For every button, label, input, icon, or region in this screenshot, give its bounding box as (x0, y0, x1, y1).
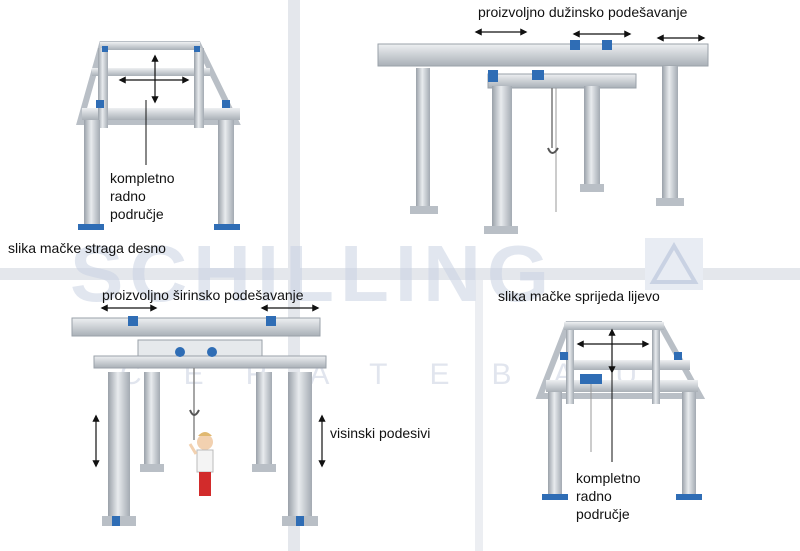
vertical-divider-2 (475, 280, 483, 551)
height-adjustable-label: visinski podesivi (330, 425, 431, 441)
watermark-brand: SCHILLING (70, 229, 556, 318)
working-area-bottom-line-1: kompletno (576, 470, 641, 486)
crane-widthwise-view (71, 304, 327, 526)
front-left-caption: slika mačke sprijeda lijevo (498, 288, 660, 304)
rear-right-caption: slika mačke straga desno (8, 240, 166, 256)
crane-rear-right-view (76, 41, 241, 230)
widthwise-adjust-label: proizvoljno širinsko podešavanje (102, 287, 304, 303)
working-area-bottom-line-3: područje (576, 506, 630, 522)
watermark-triangle-icon (649, 242, 699, 284)
working-area-top-line-1: kompletno (110, 170, 175, 186)
lengthwise-adjust-label: proizvoljno dužinsko podešavanje (478, 4, 688, 20)
working-area-top-line-3: područje (110, 206, 164, 222)
working-area-top-line-2: radno (110, 188, 146, 204)
crane-lengthwise-view (377, 28, 709, 234)
crane-front-left-view (535, 321, 706, 500)
working-area-bottom-line-2: radno (576, 488, 612, 504)
horizontal-divider (0, 268, 800, 280)
